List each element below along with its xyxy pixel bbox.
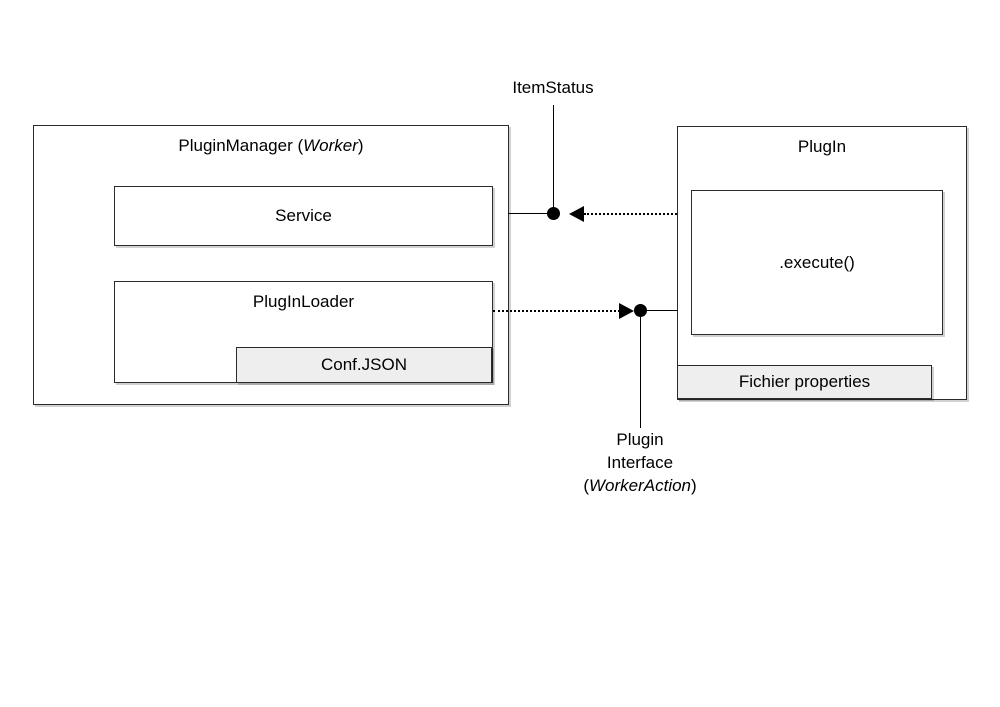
conf-json-box: Conf.JSON bbox=[236, 347, 492, 383]
plugin-interface-dependency-line bbox=[493, 310, 620, 312]
plugin-interface-label-line3-open: ( bbox=[583, 476, 589, 495]
plugin-loader-label: PlugInLoader bbox=[252, 292, 355, 311]
plugin-interface-label-line3-italic: WorkerAction bbox=[588, 476, 692, 495]
plugin-manager-title-italic: Worker bbox=[303, 136, 358, 155]
item-status-interface-ball bbox=[547, 207, 560, 220]
plugin-interface-label-line2: Interface bbox=[606, 453, 674, 472]
plugin-interface-arrowhead-icon bbox=[619, 303, 634, 319]
plugin-manager-title-main: PluginManager ( bbox=[178, 136, 304, 155]
item-status-label: ItemStatus bbox=[512, 78, 594, 97]
plugin-interface-leader-line bbox=[640, 316, 641, 428]
conf-json-label: Conf.JSON bbox=[321, 355, 407, 374]
plugin-interface-ball bbox=[634, 304, 647, 317]
plugin-interface-label-line3-close: ) bbox=[691, 476, 697, 495]
item-status-provided-line bbox=[508, 213, 555, 214]
service-box: Service bbox=[114, 186, 493, 246]
properties-file-box: Fichier properties bbox=[677, 365, 932, 399]
item-status-dependency-line bbox=[584, 213, 677, 215]
item-status-leader-line bbox=[553, 105, 554, 210]
execute-label: .execute() bbox=[779, 252, 855, 272]
plugin-title: PlugIn bbox=[797, 137, 847, 156]
plugin-interface-label: Plugin Interface (WorkerAction) bbox=[540, 428, 740, 497]
execute-box: .execute() bbox=[691, 190, 943, 335]
plugin-interface-label-line1: Plugin bbox=[616, 430, 664, 449]
plugin-interface-provided-line bbox=[646, 310, 678, 311]
service-label: Service bbox=[275, 206, 332, 225]
plugin-interface-label-line3: (WorkerAction) bbox=[540, 474, 740, 497]
plugin-manager-title-close: ) bbox=[357, 136, 364, 155]
item-status-arrowhead-icon bbox=[569, 206, 584, 222]
properties-file-label: Fichier properties bbox=[738, 372, 871, 391]
plugin-manager-title: PluginManager (Worker) bbox=[34, 136, 508, 156]
